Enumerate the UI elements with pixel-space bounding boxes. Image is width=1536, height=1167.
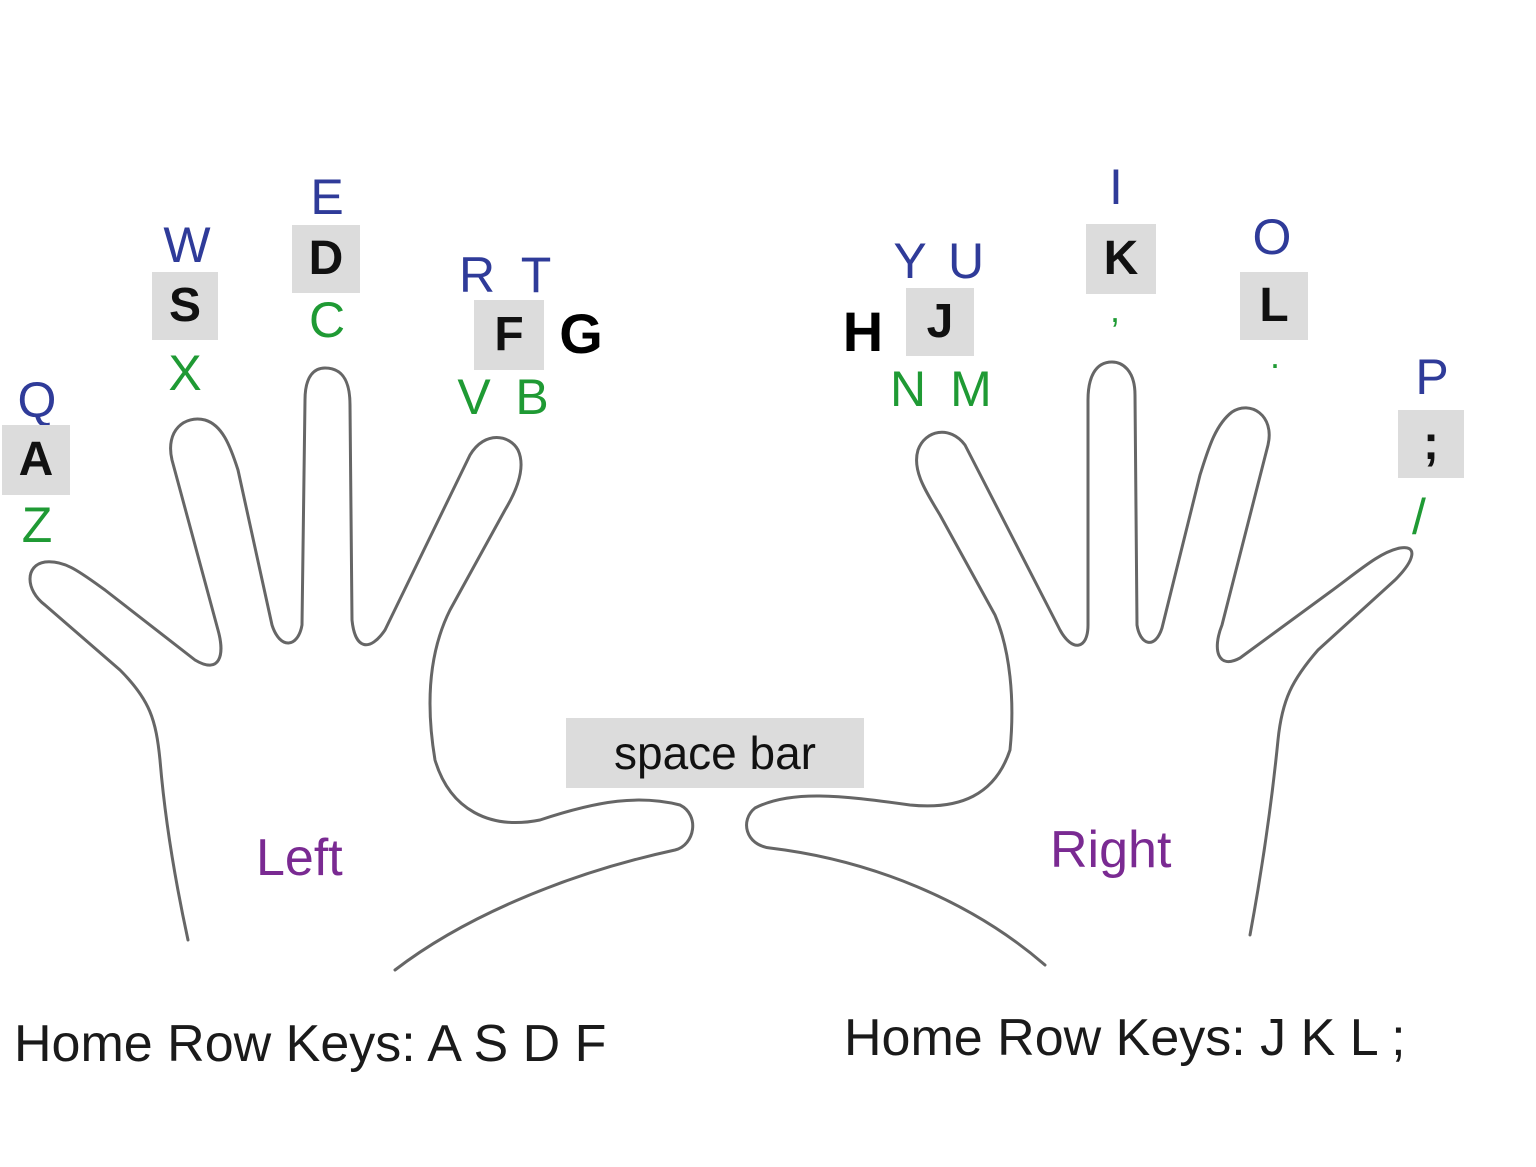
space-bar-key: space bar — [566, 718, 864, 788]
key-z: Z — [21, 497, 53, 553]
key-i: I — [1109, 159, 1123, 215]
key-b: B — [515, 369, 549, 425]
key-f-home: F — [474, 300, 544, 370]
key-q: Q — [17, 372, 57, 428]
key-h: H — [842, 300, 884, 363]
key-period: . — [1269, 335, 1280, 376]
right-hand-outline — [745, 360, 1414, 967]
key-c: C — [308, 292, 346, 348]
key-x: X — [168, 345, 202, 401]
left-hand-label: Left — [256, 829, 343, 887]
key-d-home: D — [292, 225, 360, 293]
left-hand-outline — [28, 366, 695, 972]
key-r: R — [458, 247, 496, 303]
key-o: O — [1252, 209, 1292, 265]
key-y: Y — [893, 233, 927, 289]
key-k-home: K — [1086, 224, 1156, 294]
key-t: T — [520, 247, 552, 303]
key-w: W — [163, 217, 211, 273]
key-n: N — [889, 361, 927, 417]
key-l-home: L — [1240, 272, 1308, 340]
key-v: V — [457, 369, 491, 425]
key-s-home: S — [152, 272, 218, 340]
right-home-row-caption: Home Row Keys: J K L ; — [844, 1009, 1406, 1067]
key-m: M — [950, 361, 992, 417]
key-e: E — [310, 169, 344, 225]
key-u: U — [947, 233, 985, 289]
key-g: G — [559, 302, 603, 365]
key-a-home: A — [2, 425, 70, 495]
key-comma: , — [1109, 289, 1120, 330]
right-hand-label: Right — [1050, 821, 1172, 879]
left-home-row-caption: Home Row Keys: A S D F — [14, 1015, 607, 1073]
key-slash: / — [1412, 489, 1426, 545]
key-semicolon-home: ; — [1398, 410, 1464, 478]
key-p: P — [1415, 349, 1449, 405]
key-j-home: J — [906, 288, 974, 356]
